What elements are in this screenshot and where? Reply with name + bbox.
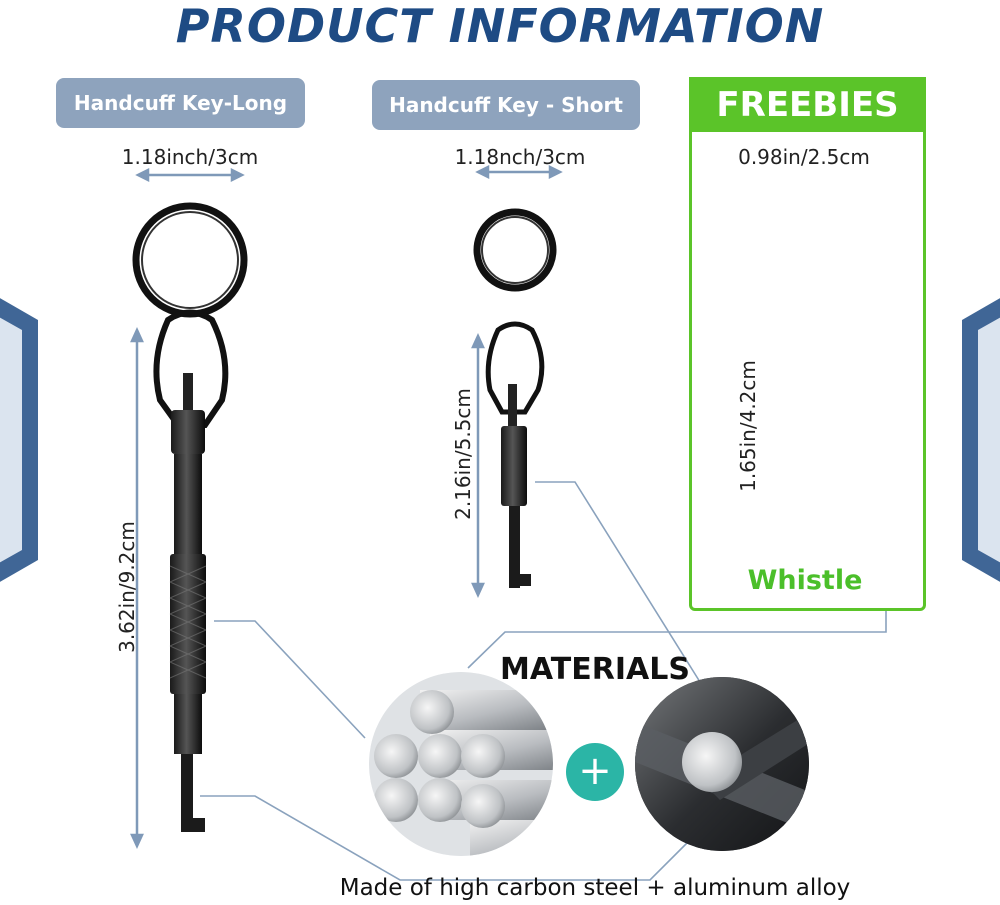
label-handcuff-key-short: Handcuff Key - Short [372,80,640,130]
short-width-dimension: 1.18nch/3cm [454,145,586,169]
plus-icon: + [578,748,612,794]
freebies-label: FREEBIES [689,77,926,132]
long-width-dimension: 1.18inch/3cm [121,145,259,169]
whistle-height-dimension: 1.65in/4.2cm [736,360,760,492]
materials-heading: MATERIALS [500,652,690,687]
page-title: PRODUCT INFORMATION [175,0,825,53]
label-handcuff-key-long: Handcuff Key-Long [56,78,305,128]
plus-circle [566,743,624,801]
aluminum-alloy-image [635,677,809,851]
handcuff-key-long-image [132,202,248,832]
materials-description: Made of high carbon steel + aluminum all… [339,875,851,901]
right-hexagon-decoration [962,298,1000,582]
handcuff-key-short-image [473,208,557,588]
whistle-label: Whistle [747,565,863,596]
long-height-dimension: 3.62in/9.2cm [115,521,139,653]
steel-rods-image [369,672,553,856]
left-hexagon-decoration [0,298,38,582]
whistle-width-dimension: 0.98in/2.5cm [738,145,870,169]
short-height-dimension: 2.16in/5.5cm [451,388,475,520]
